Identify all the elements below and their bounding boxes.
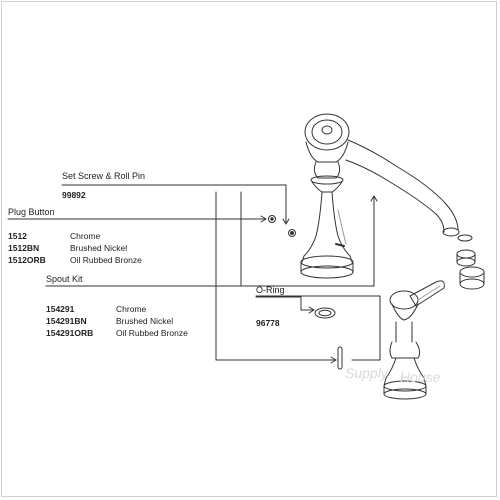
plug-button-code: 1512ORB <box>8 255 46 265</box>
plug-button-finish: Oil Rubbed Bronze <box>70 255 142 265</box>
spout-kit-code: 154291ORB <box>46 328 94 338</box>
o-ring-title: O-Ring <box>256 285 285 295</box>
plug-button-finish: Chrome <box>70 231 101 241</box>
spout-kit-code: 154291BN <box>46 316 87 326</box>
set-screw-title: Set Screw & Roll Pin <box>62 171 146 181</box>
spout-kit-finish: Oil Rubbed Bronze <box>116 328 188 338</box>
plug-button-finish: Brushed Nickel <box>70 243 128 253</box>
spout-icon <box>345 139 485 290</box>
plug-button-code: 1512 <box>8 231 27 241</box>
set-screw-part-icon <box>288 229 296 237</box>
leader-lines <box>7 184 381 364</box>
set-screw-part-number: 99892 <box>62 190 86 200</box>
plug-button-code: 1512BN <box>8 243 40 253</box>
spout-kit-code: 154291 <box>46 304 75 314</box>
faucet-body-icon <box>300 113 354 279</box>
roll-pin-part-icon <box>337 346 343 370</box>
spout-kit-title: Spout Kit <box>46 274 83 284</box>
spout-kit-finish: Brushed Nickel <box>116 316 174 326</box>
plug-button-part-icon <box>268 215 276 223</box>
spout-kit-finish: Chrome <box>116 304 147 314</box>
handle-valve-icon <box>383 280 445 400</box>
o-ring-part-icon <box>314 307 336 319</box>
o-ring-part-number: 96778 <box>256 318 280 328</box>
plug-button-title: Plug Button <box>8 207 55 217</box>
watermark: House <box>400 369 441 385</box>
watermark: Supply <box>345 365 389 381</box>
